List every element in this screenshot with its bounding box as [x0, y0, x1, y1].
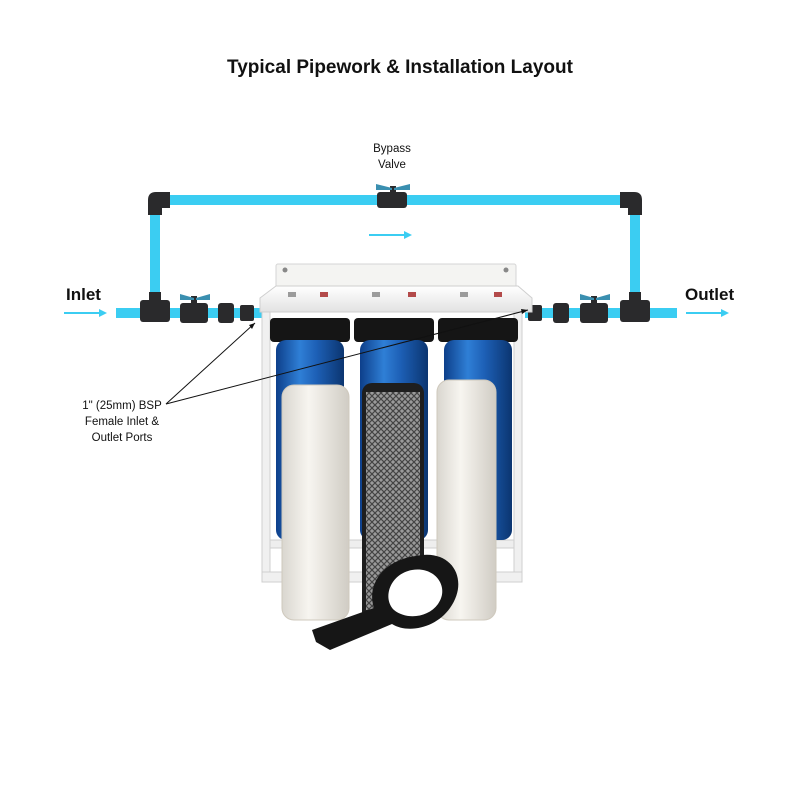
- head-plate: [260, 286, 532, 312]
- inlet-union: [218, 303, 234, 323]
- bypass-valve: [376, 184, 410, 208]
- bypass-flow-arrow: [369, 231, 412, 239]
- bypass-pipe-right: [630, 205, 640, 305]
- frame-leg-right: [514, 312, 522, 582]
- inlet-pipework: [116, 292, 266, 323]
- inlet-valve: [180, 294, 210, 323]
- outlet-union: [553, 303, 569, 323]
- outlet-tee: [620, 300, 650, 322]
- elbow-left: [148, 192, 170, 215]
- outlet-valve: [580, 294, 610, 323]
- bypass-pipe-left: [150, 205, 160, 305]
- elbow-right: [620, 192, 642, 215]
- sediment-cartridge-left: [282, 385, 349, 620]
- inlet-adapter: [240, 305, 254, 321]
- inlet-tee: [140, 300, 170, 322]
- inlet-flow-arrow: [64, 309, 107, 317]
- outlet-flow-arrow: [686, 309, 729, 317]
- frame-leg-left: [262, 312, 270, 582]
- outlet-pipework: [525, 292, 677, 323]
